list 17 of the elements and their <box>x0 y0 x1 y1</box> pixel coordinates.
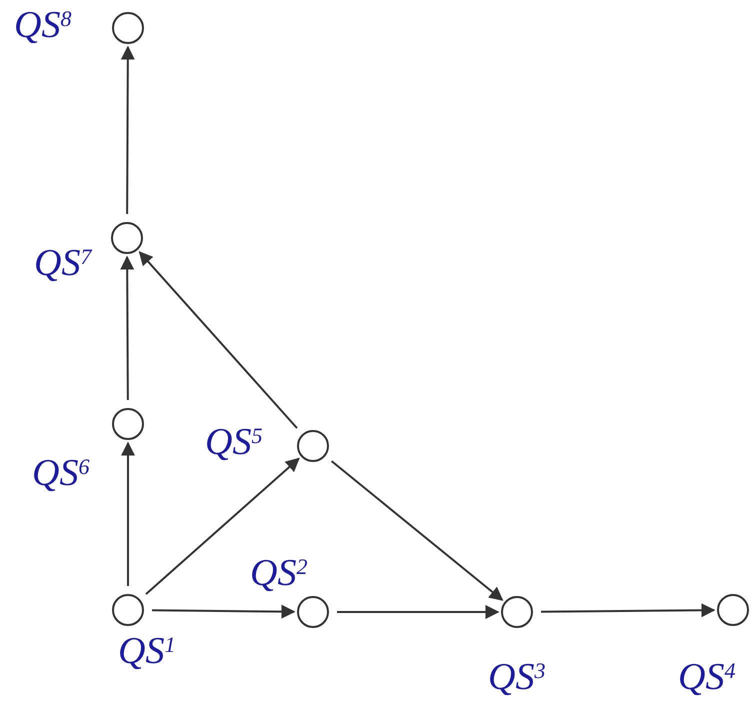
state-label: QS$^{5}$ <box>205 423 262 461</box>
arrow <box>330 460 504 601</box>
state-label: QS$^{3}$ <box>488 658 546 696</box>
state-label: QS$^{4}$ <box>678 658 736 696</box>
state-label: QS$^{6}$ <box>32 454 90 492</box>
arrow <box>120 256 134 400</box>
arrow <box>337 605 500 619</box>
state-label: QS$^{7}$ <box>34 244 92 282</box>
arrow <box>540 603 716 618</box>
arrow <box>120 46 135 214</box>
state-label: QS$^{2}$ <box>250 554 308 592</box>
arrow <box>145 458 300 595</box>
arrow <box>152 604 296 619</box>
arrow <box>138 251 298 429</box>
arrow <box>121 442 135 586</box>
state-label: QS$^{1}$ <box>118 632 176 670</box>
state-label: QS$^{8}$ <box>14 6 72 44</box>
